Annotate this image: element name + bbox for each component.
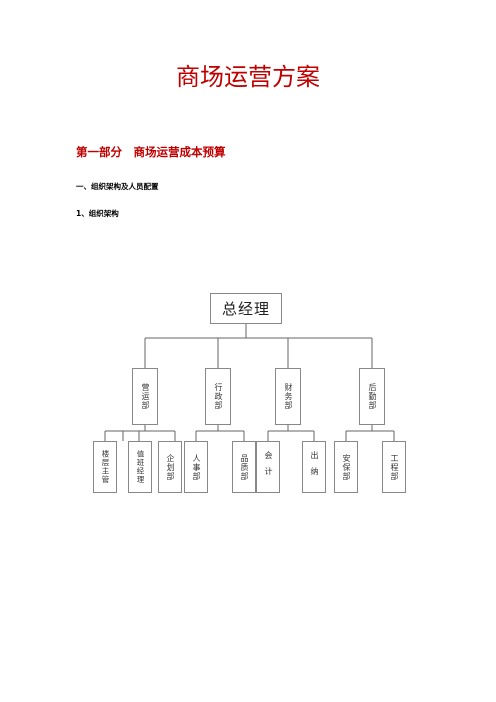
org-node-hr-dept: 人事部 bbox=[184, 441, 208, 493]
section-heading: 一、组织架构及人员配置 bbox=[76, 182, 159, 191]
org-node-label: 值班经理 bbox=[136, 450, 145, 484]
org-node-label: 行政部 bbox=[214, 383, 223, 410]
part-heading: 第一部分 商场运营成本预算 bbox=[76, 145, 226, 159]
org-node-engineering-dept: 工程部 bbox=[382, 441, 406, 493]
org-node-floor-supervisor: 楼层主管 bbox=[93, 441, 117, 493]
org-node-accounting: 会计 bbox=[256, 441, 280, 493]
org-chart-connectors bbox=[104, 324, 395, 441]
org-node-label: 企划部 bbox=[166, 453, 175, 481]
org-node-logistics-dept: 后勤部 bbox=[359, 368, 385, 425]
org-node-label: 营运部 bbox=[141, 383, 150, 410]
org-node-duty-manager: 值班经理 bbox=[128, 441, 152, 493]
org-node-label: 出纳 bbox=[310, 451, 319, 483]
org-node-security-dept: 安保部 bbox=[334, 441, 358, 493]
org-node-finance-dept: 财务部 bbox=[275, 368, 301, 425]
org-node-general-manager: 总经理 bbox=[210, 293, 282, 324]
document-title: 商场运营方案 bbox=[176, 63, 320, 91]
org-chart: 总经理 营运部 行政部 财务部 后勤部 楼层主管 值班经理 企划部 人事部 品质… bbox=[82, 288, 415, 510]
org-node-label: 财务部 bbox=[284, 383, 293, 410]
org-node-label: 楼层主管 bbox=[101, 450, 110, 484]
org-node-label: 安保部 bbox=[342, 453, 351, 481]
org-node-label: 品质部 bbox=[240, 453, 249, 481]
org-node-planning-dept: 企划部 bbox=[158, 441, 182, 493]
org-node-admin-dept: 行政部 bbox=[205, 368, 231, 425]
org-node-label: 工程部 bbox=[390, 453, 399, 481]
org-node-label: 会计 bbox=[264, 451, 273, 483]
org-node-label: 后勤部 bbox=[368, 383, 377, 410]
org-node-operations-dept: 营运部 bbox=[132, 368, 158, 425]
org-node-label: 人事部 bbox=[192, 453, 201, 481]
subsection-heading: 1、组织架构 bbox=[76, 209, 119, 218]
org-node-cashier: 出纳 bbox=[302, 441, 326, 493]
org-node-quality-dept: 品质部 bbox=[232, 441, 256, 493]
